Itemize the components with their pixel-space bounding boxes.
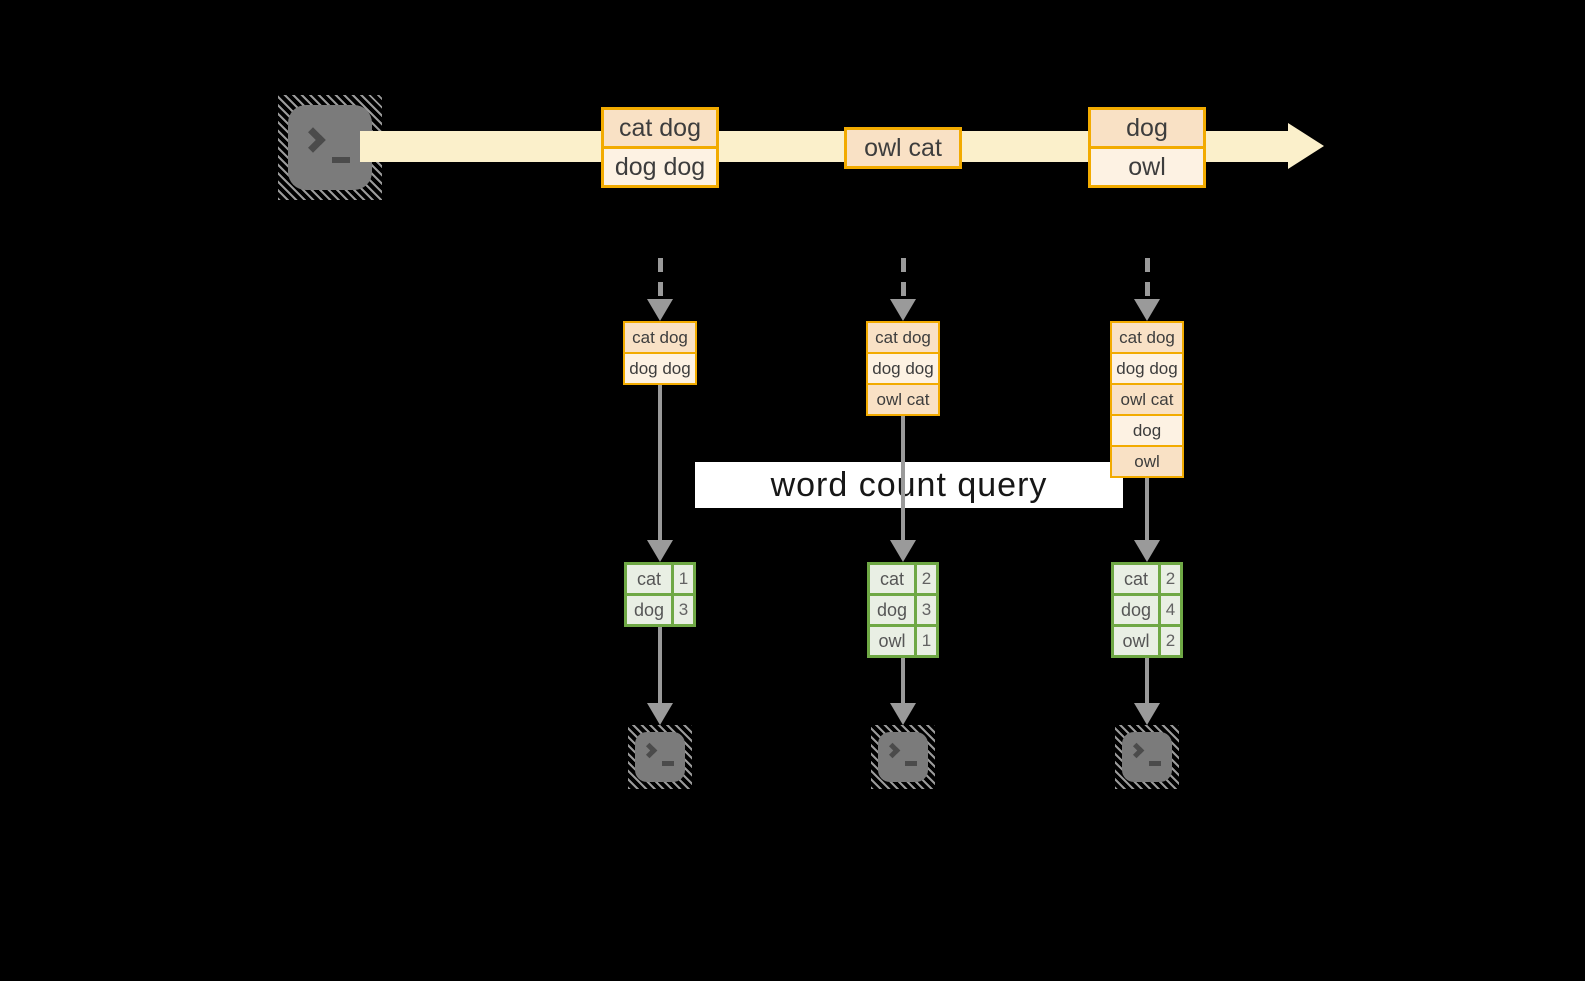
micro-batch-line: dog dog xyxy=(625,354,695,383)
query-arrow-head-icon xyxy=(890,540,916,562)
terminal-window xyxy=(1122,732,1172,782)
output-arrow-stem xyxy=(658,627,662,705)
ingest-arrow-head-icon xyxy=(890,299,916,321)
terminal-window xyxy=(288,105,372,190)
micro-batch-line: dog dog xyxy=(868,354,938,383)
word-cell: cat xyxy=(1114,565,1158,593)
terminal-prompt-chevron-icon xyxy=(1128,742,1145,759)
sink-terminal-icon xyxy=(1115,725,1179,789)
terminal-prompt-underscore-icon xyxy=(662,761,674,766)
micro-batch-line: dog dog xyxy=(1112,354,1182,383)
word-cell: cat xyxy=(627,565,671,593)
ingest-arrow-stem xyxy=(901,258,906,298)
output-arrow-stem xyxy=(901,658,905,705)
count-cell: 2 xyxy=(917,565,936,593)
sink-terminal-icon xyxy=(628,725,692,789)
count-cell: 4 xyxy=(1161,596,1180,624)
query-arrow-stem xyxy=(658,385,662,542)
stream-event-line: owl xyxy=(1091,149,1203,185)
micro-batch-line: cat dog xyxy=(625,323,695,352)
ingest-arrow-head-icon xyxy=(647,299,673,321)
count-cell: 3 xyxy=(674,596,693,624)
query-arrow-head-icon xyxy=(1134,540,1160,562)
stream-event-line: dog dog xyxy=(604,149,716,185)
micro-batch-line: cat dog xyxy=(868,323,938,352)
micro-batch-line: owl cat xyxy=(868,385,938,414)
stream-event-line: owl cat xyxy=(847,130,959,166)
terminal-prompt-underscore-icon xyxy=(905,761,917,766)
output-arrow-head-icon xyxy=(890,703,916,725)
stream-event-box: owl cat xyxy=(844,127,962,169)
count-cell: 3 xyxy=(917,596,936,624)
word-cell: cat xyxy=(870,565,914,593)
micro-batch-line: owl xyxy=(1112,447,1182,476)
micro-batch-line: dog xyxy=(1112,416,1182,445)
query-label-band: word count query xyxy=(695,462,1123,508)
terminal-prompt-chevron-icon xyxy=(884,742,901,759)
word-cell: owl xyxy=(1114,627,1158,655)
sink-terminal-icon xyxy=(871,725,935,789)
count-cell: 1 xyxy=(917,627,936,655)
stream-timeline-arrowhead-icon xyxy=(1288,123,1324,169)
count-cell: 1 xyxy=(674,565,693,593)
output-arrow-stem xyxy=(1145,658,1149,705)
word-cell: dog xyxy=(1114,596,1158,624)
query-arrow-stem xyxy=(1145,478,1149,542)
micro-batch-line: owl cat xyxy=(1112,385,1182,414)
word-cell: owl xyxy=(870,627,914,655)
terminal-window xyxy=(635,732,685,782)
output-arrow-head-icon xyxy=(1134,703,1160,725)
query-label: word count query xyxy=(770,465,1048,504)
query-arrow-stem xyxy=(901,416,905,542)
word-cell: dog xyxy=(627,596,671,624)
query-arrow-head-icon xyxy=(647,540,673,562)
terminal-prompt-chevron-icon xyxy=(641,742,658,759)
count-cell: 2 xyxy=(1161,627,1180,655)
micro-batch-line: cat dog xyxy=(1112,323,1182,352)
terminal-prompt-chevron-icon xyxy=(300,127,326,153)
terminal-prompt-underscore-icon xyxy=(1149,761,1161,766)
terminal-prompt-underscore-icon xyxy=(332,157,350,163)
ingest-arrow-stem xyxy=(1145,258,1150,298)
terminal-window xyxy=(878,732,928,782)
output-arrow-head-icon xyxy=(647,703,673,725)
ingest-arrow-head-icon xyxy=(1134,299,1160,321)
stream-event-line: dog xyxy=(1091,110,1203,146)
ingest-arrow-stem xyxy=(658,258,663,298)
word-cell: dog xyxy=(870,596,914,624)
stream-event-line: cat dog xyxy=(604,110,716,146)
count-cell: 2 xyxy=(1161,565,1180,593)
